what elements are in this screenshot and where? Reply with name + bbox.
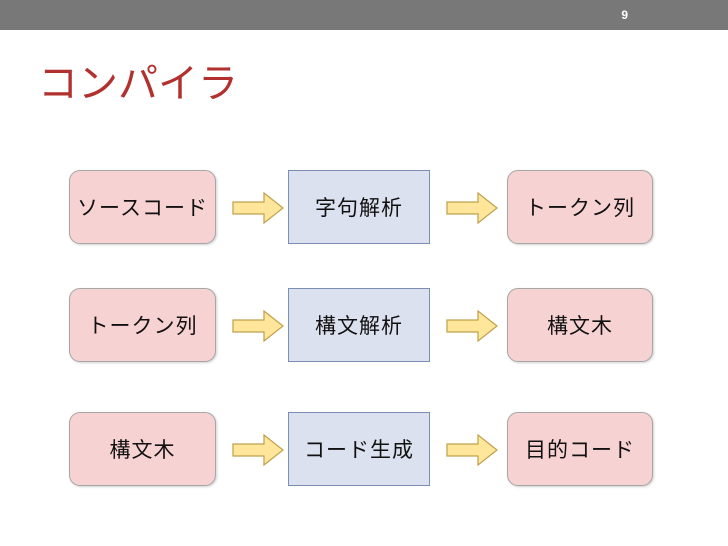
- pipeline-process-box: 構文解析: [288, 288, 430, 362]
- page-title: コンパイラ: [38, 62, 238, 106]
- pipeline-process-box: コード生成: [288, 412, 430, 486]
- pipeline-input-box: トークン列: [69, 288, 216, 362]
- pipeline-input-box: 構文木: [69, 412, 216, 486]
- right-arrow-icon: [446, 434, 498, 466]
- pipeline-input-box: ソースコード: [69, 170, 216, 244]
- right-arrow-icon: [232, 192, 284, 224]
- page-number: 9: [621, 8, 628, 22]
- slide-header-bar: [0, 0, 728, 30]
- right-arrow-icon: [446, 310, 498, 342]
- pipeline-row: トークン列 構文解析 構文木: [0, 288, 728, 362]
- right-arrow-icon: [232, 434, 284, 466]
- pipeline-row: 構文木 コード生成 目的コード: [0, 412, 728, 486]
- pipeline-output-box: トークン列: [507, 170, 653, 244]
- right-arrow-icon: [232, 310, 284, 342]
- pipeline-process-box: 字句解析: [288, 170, 430, 244]
- pipeline-row: ソースコード 字句解析 トークン列: [0, 170, 728, 244]
- pipeline-output-box: 構文木: [507, 288, 653, 362]
- right-arrow-icon: [446, 192, 498, 224]
- pipeline-output-box: 目的コード: [507, 412, 653, 486]
